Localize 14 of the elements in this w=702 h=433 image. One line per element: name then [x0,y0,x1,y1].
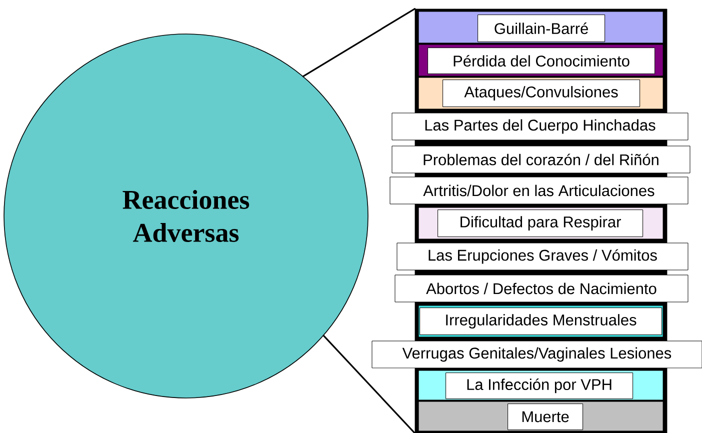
label-box: Irregularidades Menstruales [420,308,662,336]
label-box: Pérdida del Conocimiento [428,48,656,74]
label-box: Problemas del corazón / del Riñón [392,146,690,174]
label-box: Verrugas Genitales/Vaginales Lesiones [372,340,702,368]
label-box: Muerte [508,404,584,430]
label-box: Las Partes del Cuerpo Hinchadas [392,112,688,140]
label-box: Abortos / Defectos de Nacimiento [394,274,688,302]
label-box: La Infección por VPH [446,372,634,400]
connector-line [302,8,416,78]
label-box: Artritis/Dolor en las Articulaciones [390,176,688,204]
label-box: Las Erupciones Graves / Vómitos [396,242,688,270]
label-box: Ataques/Convulsiones [442,80,640,108]
label-box: Guillain-Barré [478,14,606,42]
label-box: Dificultad para Respirar [438,210,644,238]
